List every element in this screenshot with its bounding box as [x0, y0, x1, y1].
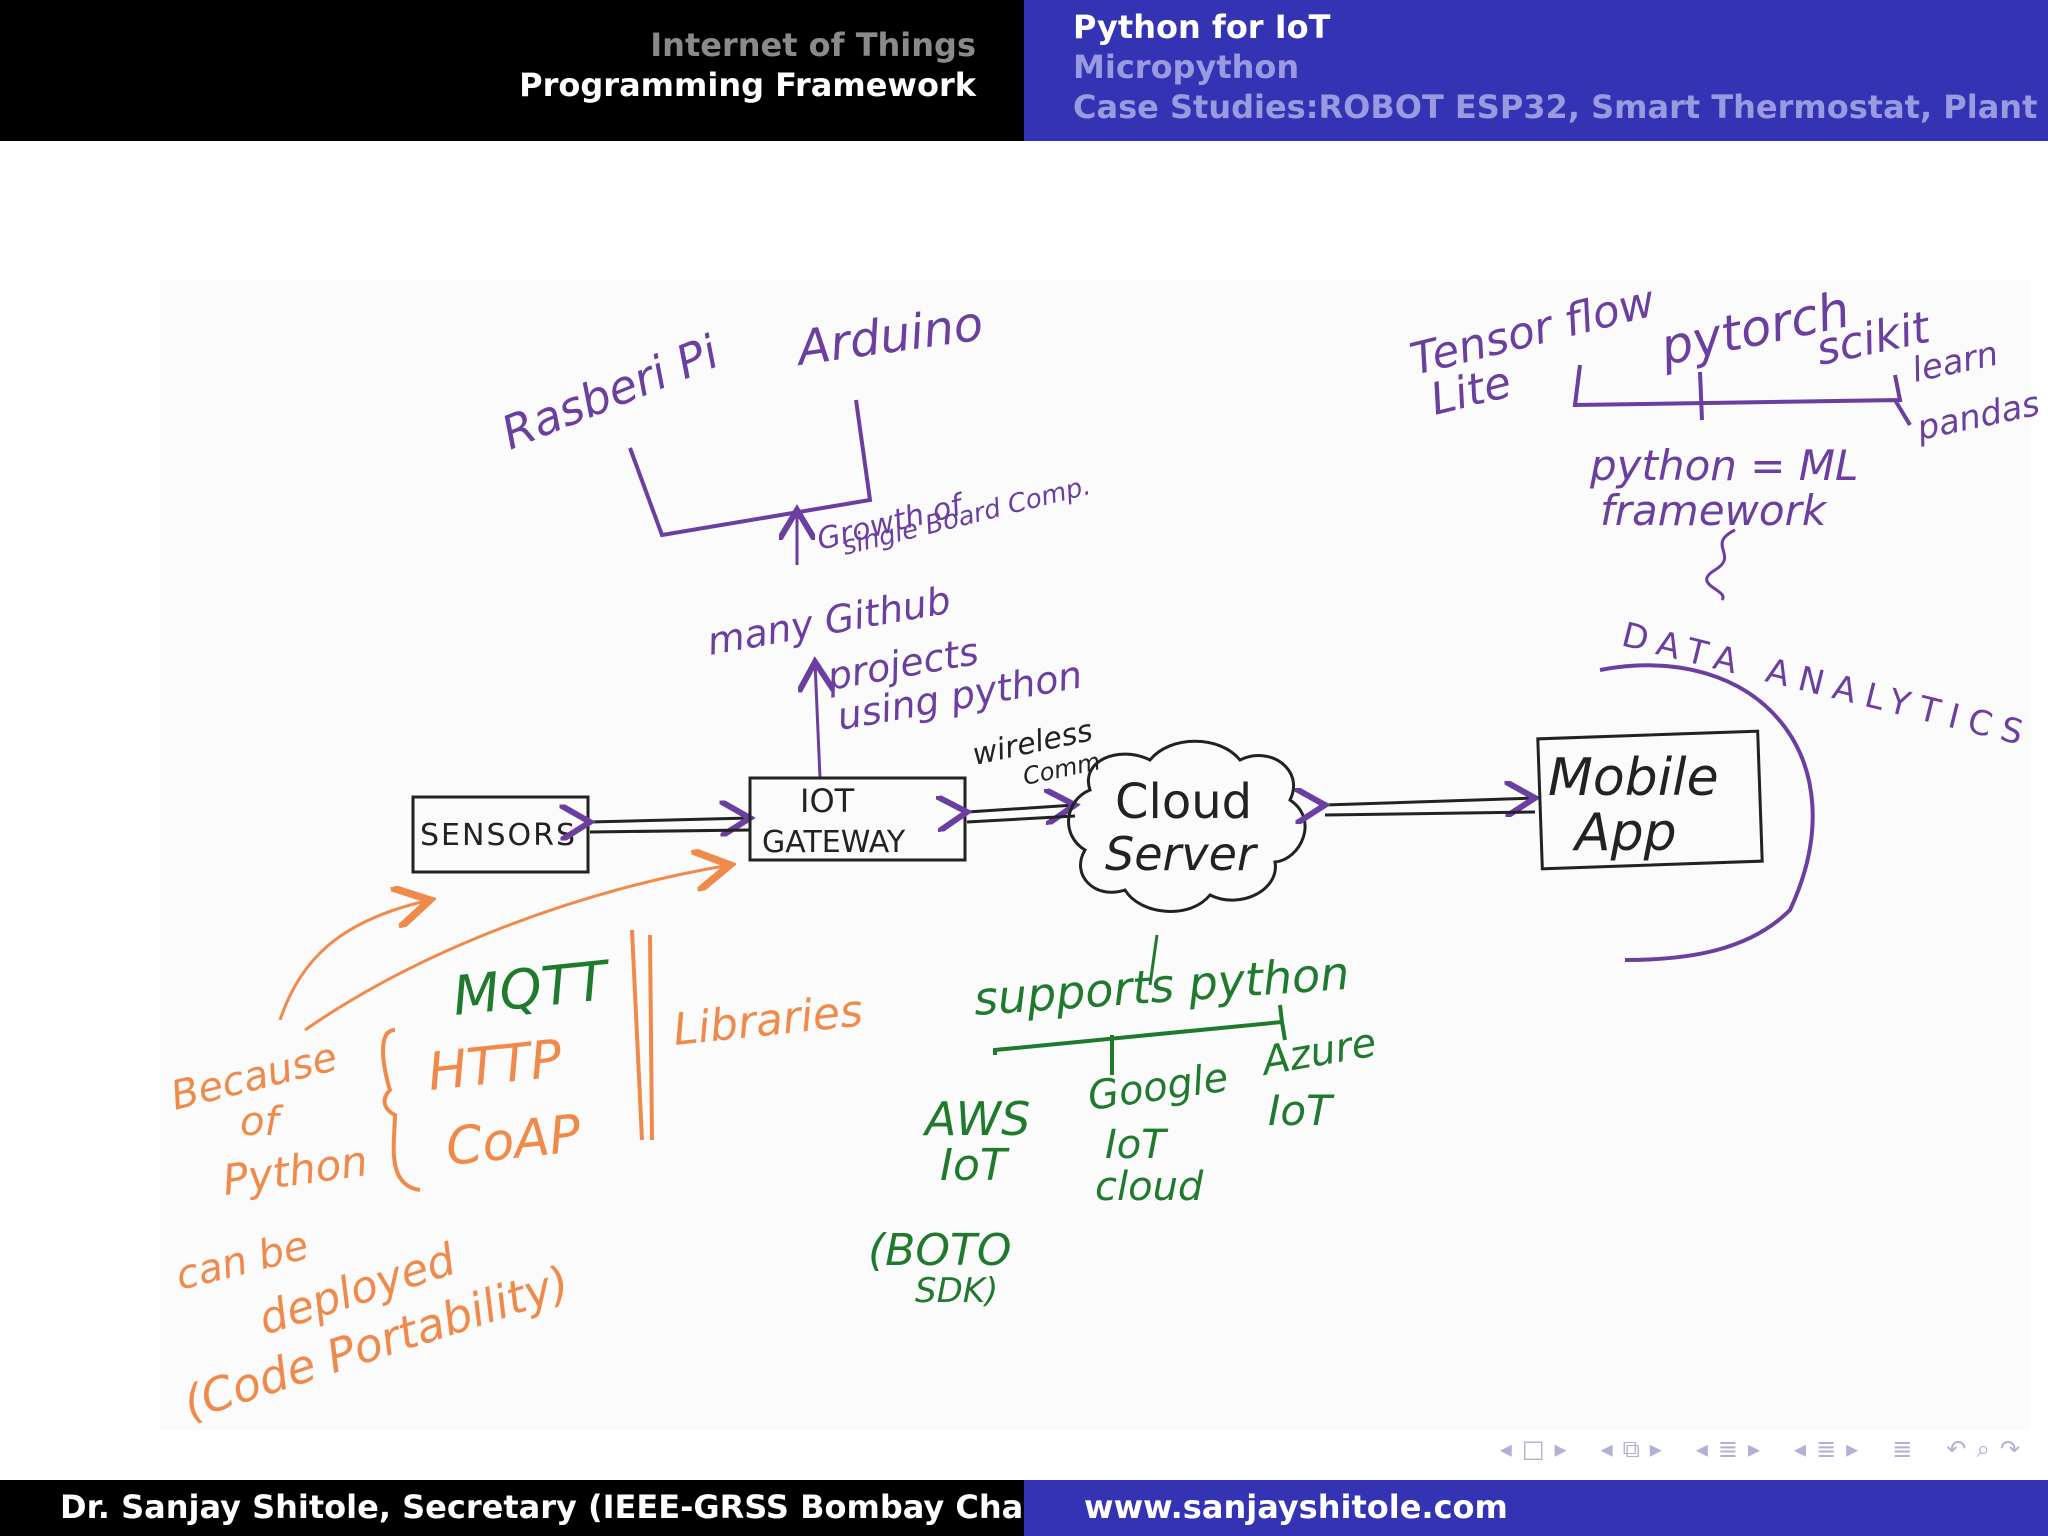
- iot-python-diagram: Rasberi Pi Arduino Growth of single Boar…: [160, 276, 2043, 1430]
- nav-prev-subsection-icon[interactable]: ◂: [1600, 1435, 1613, 1463]
- nav-search-icon[interactable]: ⌕: [1976, 1435, 1990, 1463]
- header-section-title[interactable]: Internet of Things: [650, 26, 976, 64]
- nav-micropython[interactable]: Micropython: [1073, 48, 1300, 86]
- github-arrow: [815, 662, 820, 779]
- aws-line-1: AWS: [922, 1092, 1030, 1146]
- beamer-navigation-symbols: ◂ □ ▸ ◂ ⧉ ▸ ◂ ≣ ▸ ◂ ≣ ▸ ≣ ↶ ⌕ ↷: [1500, 1434, 2020, 1464]
- nav-next-section-icon[interactable]: ▸: [1747, 1435, 1761, 1463]
- sbc-bracket: [628, 399, 873, 538]
- nav-case-studies[interactable]: Case Studies:ROBOT ESP32, Smart Thermost…: [1073, 88, 2048, 126]
- analytics-arc: [1599, 663, 1815, 962]
- nav-back-icon[interactable]: ↶: [1946, 1435, 1967, 1463]
- ml-bracket: [1572, 364, 1912, 427]
- gateway-cloud-arrow-2: [966, 814, 1076, 824]
- coap-label: CoAP: [443, 1104, 584, 1178]
- because-arrow-gateway: [304, 865, 730, 1032]
- mobile-label-2: App: [1572, 803, 1677, 863]
- google-line-2: IoT: [1105, 1122, 1169, 1168]
- aws-line-3: (BOTO: [868, 1225, 1012, 1276]
- header-right-panel: Python for IoT Micropython Case Studies:…: [1024, 0, 2048, 141]
- protocols-brace: [381, 1028, 421, 1192]
- nav-next-document-icon[interactable]: ▸: [1846, 1435, 1859, 1463]
- nav-appendix-icon[interactable]: ≣: [1892, 1435, 1913, 1463]
- gateway-label-2: GATEWAY: [762, 825, 906, 860]
- aws-line-2: IoT: [940, 1140, 1010, 1191]
- nav-python-for-iot[interactable]: Python for IoT: [1073, 8, 1331, 46]
- libraries-bar: [630, 929, 654, 1141]
- header-subsection-title[interactable]: Programming Framework: [519, 66, 976, 104]
- sensor-gateway-arrow: [590, 818, 750, 822]
- aws-line-4: SDK): [915, 1271, 998, 1311]
- sensor-gateway-arrow-2: [589, 828, 751, 834]
- azure-line-2: IoT: [1268, 1086, 1335, 1135]
- cloud-support-line: [1148, 934, 1159, 986]
- header-left-panel: Internet of Things Programming Framework: [0, 0, 1024, 141]
- google-line-3: cloud: [1095, 1164, 1204, 1210]
- paper-background: [160, 280, 2030, 1430]
- providers-bracket: [993, 1004, 1287, 1075]
- cloud-mobile-arrow-2: [1324, 810, 1536, 817]
- nav-prev-frame-icon[interactable]: ◂: [1499, 1435, 1512, 1463]
- nav-subsection-icon[interactable]: ⧉: [1622, 1435, 1640, 1463]
- footer-left-panel: Dr. Sanjay Shitole, Secretary (IEEE-GRSS…: [0, 1480, 1114, 1536]
- footer-author: Dr. Sanjay Shitole, Secretary (IEEE-GRSS…: [60, 1488, 1114, 1526]
- nav-next-subsection-icon[interactable]: ▸: [1649, 1435, 1662, 1463]
- nav-document-icon[interactable]: ≣: [1816, 1435, 1837, 1463]
- ml-brace: [1705, 528, 1736, 601]
- mobile-app-box: [1536, 729, 1764, 871]
- sensors-label: SENSORS: [420, 818, 577, 853]
- cloud-shape: [1067, 739, 1307, 913]
- gateway-label-1: IOT: [800, 782, 855, 820]
- ml-framework-line-2: framework: [1600, 486, 1828, 535]
- nav-prev-document-icon[interactable]: ◂: [1794, 1435, 1807, 1463]
- nav-prev-section-icon[interactable]: ◂: [1695, 1435, 1708, 1463]
- cloud-mobile-arrow: [1325, 798, 1535, 805]
- because-arrow-sensors: [278, 900, 430, 1021]
- nav-forward-icon[interactable]: ↷: [1999, 1435, 2020, 1463]
- nav-frame-icon[interactable]: □: [1521, 1435, 1545, 1463]
- cloud-label-1: Cloud: [1115, 774, 1252, 830]
- because-line-2: of: [240, 1099, 284, 1145]
- nav-section-icon[interactable]: ≣: [1717, 1435, 1738, 1463]
- cloud-label-2: Server: [1105, 827, 1259, 881]
- gateway-cloud-arrow: [967, 805, 1075, 812]
- mobile-label-1: Mobile: [1548, 748, 1719, 808]
- ml-framework-line-1: python = ML: [1589, 441, 1858, 490]
- http-label: HTTP: [425, 1029, 565, 1103]
- footer-right-panel: www.sanjayshitole.com: [1024, 1480, 2048, 1536]
- nav-next-frame-icon[interactable]: ▸: [1554, 1435, 1567, 1463]
- footer-website: www.sanjayshitole.com: [1084, 1488, 1508, 1526]
